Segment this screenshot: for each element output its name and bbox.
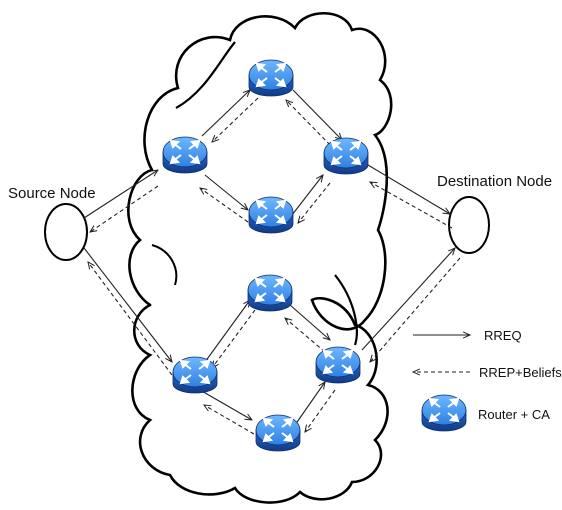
router-icon	[248, 59, 294, 97]
legend: RREQ RREP+Beliefs Router + CA	[413, 328, 562, 432]
legend-rreq-label: RREQ	[484, 328, 522, 343]
router-icon	[248, 196, 294, 234]
router-icon	[172, 356, 218, 394]
router-icon	[323, 137, 369, 175]
router-icon	[162, 136, 208, 174]
router-icon	[255, 414, 301, 452]
source-node-label: Source Node	[8, 185, 96, 202]
legend-router-label: Router + CA	[478, 407, 550, 422]
rrep-links	[88, 97, 461, 435]
lower-cloud	[131, 296, 389, 504]
router-icon	[247, 274, 293, 312]
upper-cloud	[127, 11, 393, 331]
rreq-links	[83, 90, 455, 426]
destination-node-label: Destination Node	[437, 173, 552, 190]
router-icon	[315, 346, 361, 384]
source-node	[44, 203, 88, 261]
legend-router-icon	[421, 394, 467, 432]
legend-rrep-label: RREP+Beliefs	[479, 365, 562, 380]
destination-node	[448, 196, 490, 254]
